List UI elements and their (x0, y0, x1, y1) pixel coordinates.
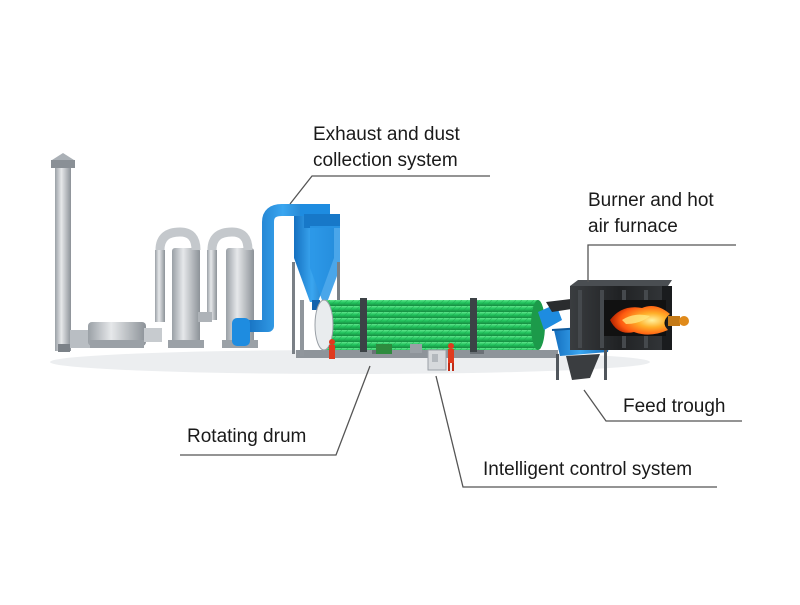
label-intelligent-control-system: Intelligent control system (483, 459, 693, 480)
chimney (51, 153, 75, 352)
control-cabinet (427, 349, 447, 371)
label-burner-line1: Burner and hot (588, 190, 714, 211)
worker-figure-left (329, 339, 335, 359)
leader-feed-trough (583, 389, 742, 422)
label-exhaust-line1: Exhaust and dust (313, 124, 460, 145)
label-burner-line2: air furnace (588, 216, 678, 237)
label-feed-trough: Feed trough (623, 396, 726, 417)
cyclone-separator (292, 214, 340, 354)
leader-rotating-drum (180, 365, 371, 456)
leader-burner (587, 244, 736, 282)
rotating-drum (314, 298, 545, 354)
leader-lines (180, 175, 742, 488)
leader-exhaust (289, 175, 490, 205)
scrubber-tower-left (155, 227, 204, 348)
label-exhaust-line2: collection system (313, 150, 458, 171)
label-rotating-drum: Rotating drum (187, 426, 307, 447)
label-burner-hot-air-furnace: Burner and hot air furnace (588, 188, 714, 240)
worker-figure-right (448, 343, 454, 371)
burner-nozzle (668, 316, 689, 326)
leader-control-system (435, 375, 717, 488)
exhaust-fan (70, 322, 162, 348)
burner-flame (610, 306, 670, 335)
label-exhaust-dust-collection: Exhaust and dust collection system (313, 122, 460, 174)
